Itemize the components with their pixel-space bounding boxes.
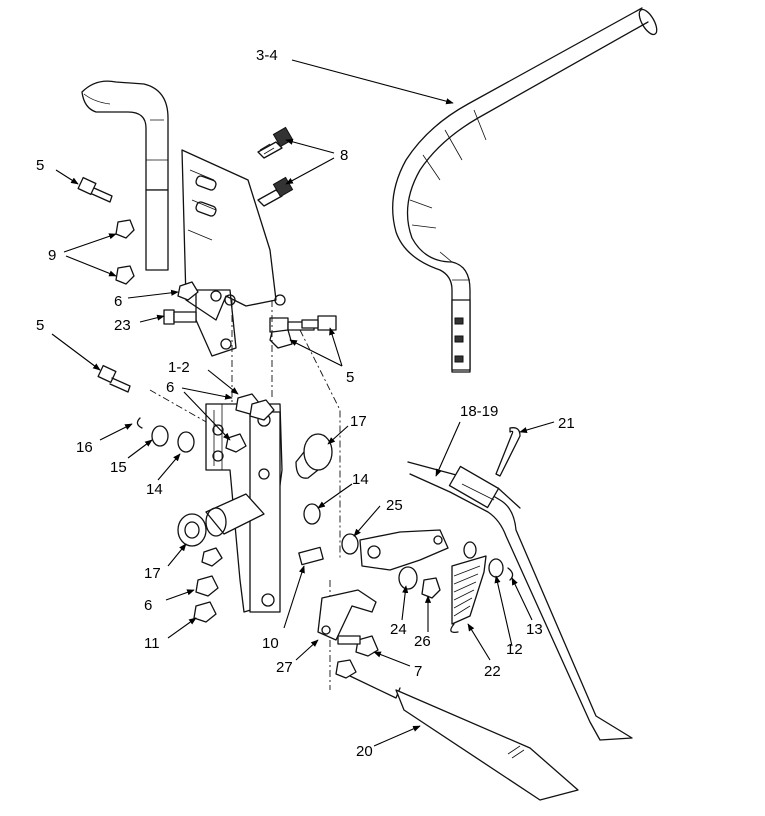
- callout-1-2: 1-2: [168, 359, 190, 376]
- callout-labels: 3-4 5 8 9 6 23 5 5 1-2 6 17 18-19 21 16 …: [36, 47, 575, 760]
- callout-21: 21: [558, 415, 575, 432]
- callout-13: 13: [526, 621, 543, 638]
- callout-12: 12: [506, 641, 523, 658]
- callout-5-c: 5: [346, 369, 354, 386]
- callout-27: 27: [276, 659, 293, 676]
- callout-6-a: 6: [114, 293, 122, 310]
- callout-20: 20: [356, 743, 373, 760]
- callout-26: 26: [414, 633, 431, 650]
- callout-7: 7: [414, 663, 422, 680]
- callout-6-c: 6: [144, 597, 152, 614]
- callout-25: 25: [386, 497, 403, 514]
- stud-10: [298, 546, 324, 566]
- control-lever-3-4: [392, 7, 658, 373]
- pivot-arm-24: [341, 529, 449, 599]
- upper-lever-arm: [81, 80, 169, 271]
- bushings-17: [177, 433, 333, 547]
- callout-9: 9: [48, 247, 56, 264]
- rod-18-19: [407, 461, 633, 741]
- callout-16: 16: [76, 439, 93, 456]
- washers-small: [136, 417, 321, 525]
- callout-14-a: 14: [146, 481, 163, 498]
- callout-6-b: 6: [166, 379, 174, 396]
- bolt-5-upper-left: [77, 176, 113, 203]
- bracket-27: [317, 589, 377, 641]
- callout-5-a: 5: [36, 157, 44, 174]
- callout-24: 24: [390, 621, 407, 638]
- callout-14-b: 14: [352, 471, 369, 488]
- bolt-23: [163, 309, 197, 325]
- cable-20: [335, 659, 579, 801]
- callout-5-b: 5: [36, 317, 44, 334]
- bolt-5-mid-left: [97, 364, 131, 393]
- callout-8: 8: [340, 147, 348, 164]
- callout-22: 22: [484, 663, 501, 680]
- tube-sleeve: [205, 493, 265, 537]
- bolt-7: [337, 635, 379, 657]
- leader-lines: [51, 59, 555, 747]
- nuts-6-11-lower: [193, 547, 223, 623]
- callout-10: 10: [262, 635, 279, 652]
- callout-23: 23: [114, 317, 131, 334]
- bolts-5-right: [269, 315, 337, 349]
- callout-3-4: 3-4: [256, 47, 278, 64]
- callout-15: 15: [110, 459, 127, 476]
- callout-11: 11: [144, 635, 160, 652]
- callout-17-a: 17: [350, 413, 367, 430]
- nuts-9: [115, 219, 135, 285]
- callout-17-b: 17: [144, 565, 161, 582]
- callout-18-19: 18-19: [460, 403, 498, 420]
- cotter-pin-21: [495, 427, 521, 477]
- bolts-8: [257, 126, 294, 207]
- spring-22: [450, 541, 514, 633]
